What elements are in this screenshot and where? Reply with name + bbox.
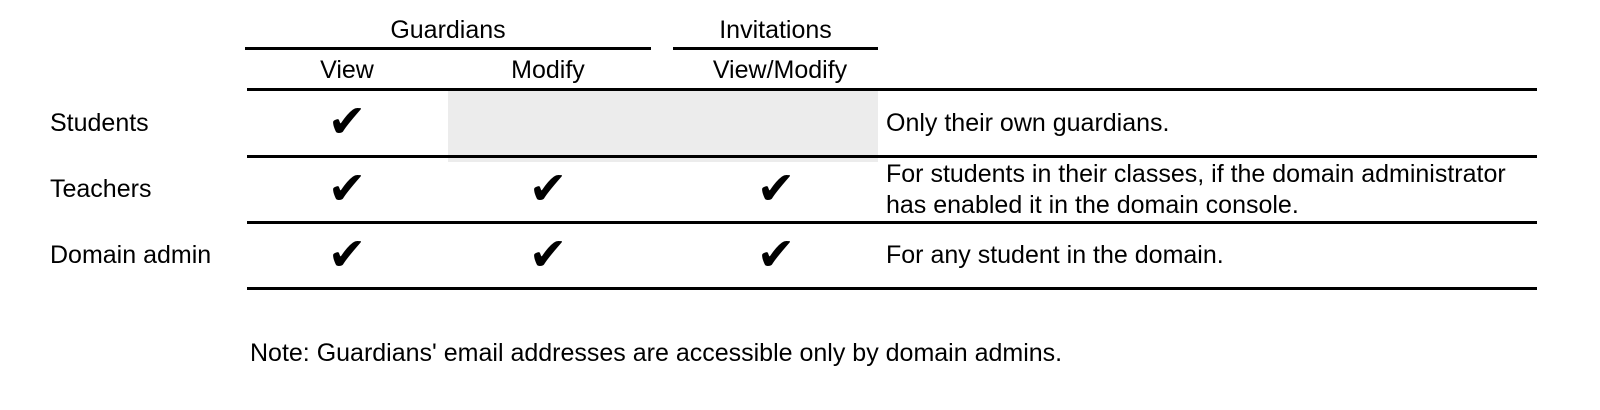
row-divider — [247, 221, 1537, 224]
invitations-underline — [673, 47, 878, 50]
check-icon: ✔ — [327, 95, 367, 147]
row-note-domain-admin: For any student in the domain. — [886, 241, 1224, 269]
check-icon: ✔ — [327, 227, 367, 280]
domain-admin-view-cell: ✔ — [307, 224, 387, 287]
students-no-access-shaded-cell — [448, 91, 878, 162]
table-bottom-divider — [247, 287, 1537, 290]
check-icon: ✔ — [528, 161, 568, 214]
table-row-domain-admin: Domain admin ✔ ✔ ✔ For any student in th… — [0, 224, 1600, 287]
column-header-modify: Modify — [511, 56, 585, 84]
column-group-invitations: Invitations — [719, 16, 832, 44]
row-label-teachers: Teachers — [50, 175, 152, 203]
table-row-teachers: Teachers ✔ ✔ ✔ For students in their cla… — [0, 158, 1600, 221]
column-header-view-modify: View/Modify — [712, 56, 848, 84]
students-view-cell: ✔ — [307, 91, 387, 155]
header-divider — [247, 88, 1537, 91]
row-note-teachers: For students in their classes, if the do… — [886, 159, 1506, 219]
check-icon: ✔ — [756, 227, 796, 280]
row-label-students: Students — [50, 108, 149, 137]
column-header-view: View — [320, 56, 374, 84]
check-icon: ✔ — [327, 161, 367, 214]
footnote: Note: Guardians' email addresses are acc… — [250, 339, 1063, 367]
check-icon: ✔ — [756, 161, 796, 214]
guardians-underline — [245, 47, 651, 50]
domain-admin-view-modify-cell: ✔ — [736, 224, 816, 287]
table-row-students: Students ✔ Only their own guardians. — [0, 91, 1600, 155]
teachers-modify-cell: ✔ — [508, 158, 588, 221]
teachers-view-cell: ✔ — [307, 158, 387, 221]
column-group-guardians: Guardians — [390, 16, 506, 44]
check-icon: ✔ — [528, 227, 568, 280]
row-label-domain-admin: Domain admin — [50, 241, 212, 269]
domain-admin-modify-cell: ✔ — [508, 224, 588, 287]
row-divider — [247, 155, 1537, 158]
row-note-students: Only their own guardians. — [886, 108, 1170, 137]
teachers-view-modify-cell: ✔ — [736, 158, 816, 221]
